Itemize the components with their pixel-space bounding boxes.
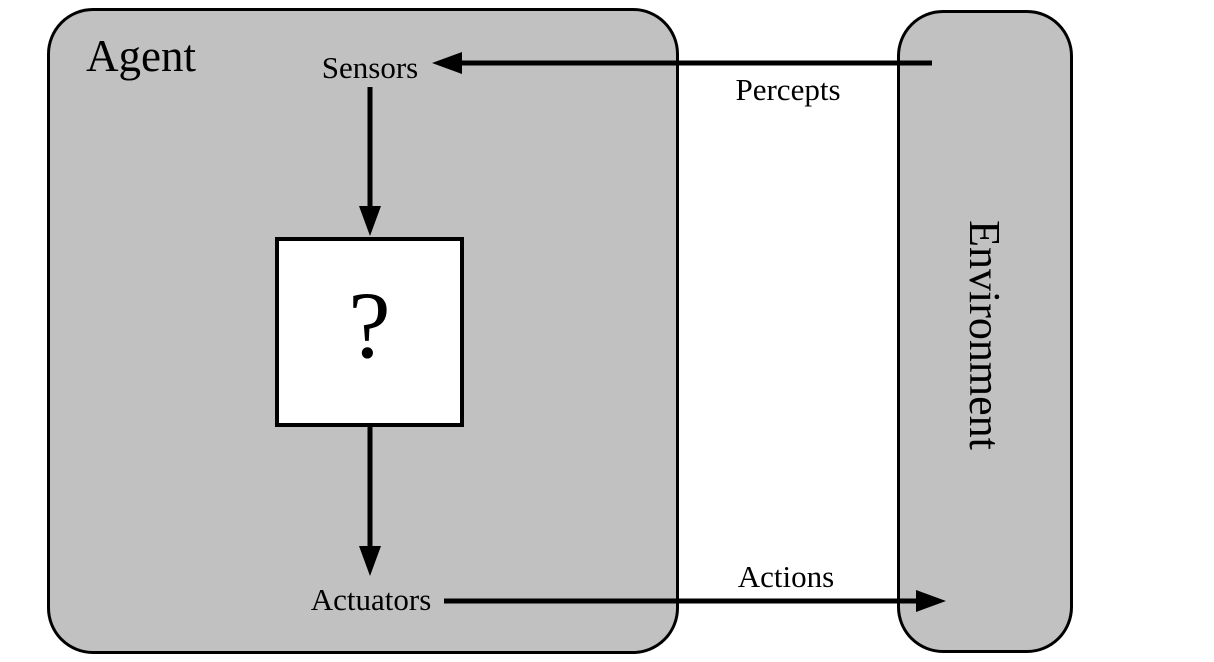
environment-box [897,10,1073,653]
sensors-label: Sensors [321,50,419,85]
agent-label: Agent [86,31,196,81]
program-question-mark: ? [348,271,391,378]
actuators-label: Actuators [310,582,432,617]
actions-label: Actions [737,559,835,594]
environment-label: Environment [960,220,1009,450]
agent-program-box: ? [275,237,464,427]
percepts-label: Percepts [735,72,841,107]
